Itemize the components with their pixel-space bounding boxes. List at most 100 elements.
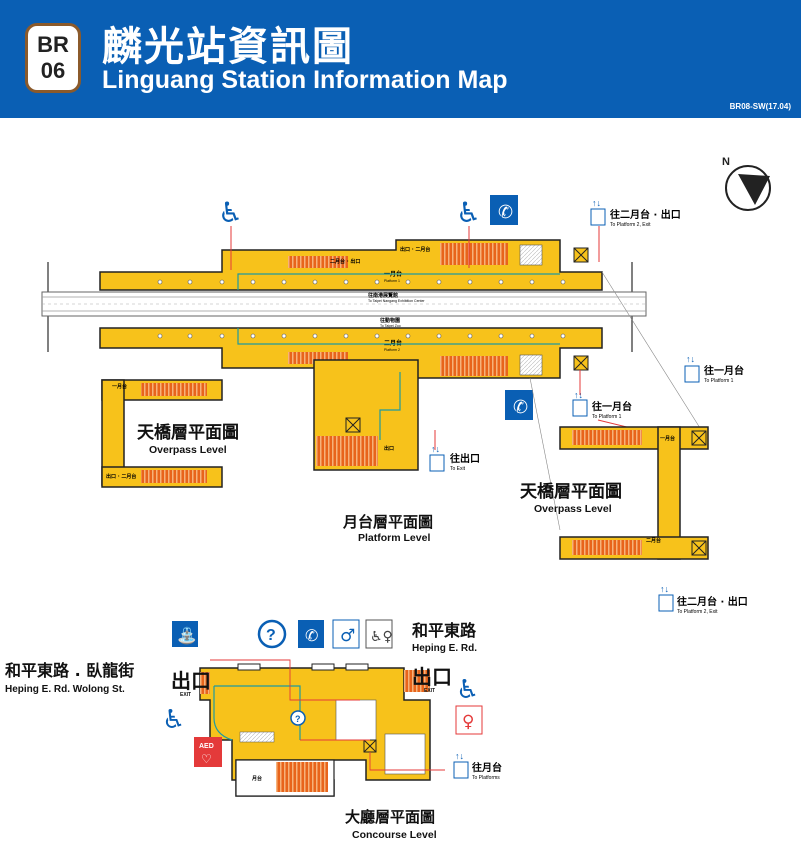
- elevator-top-en: To Platform 2, Exit: [610, 222, 651, 228]
- elevator-icon: [429, 454, 445, 472]
- page-title-en: Linguang Station Information Map: [102, 66, 508, 94]
- station-code-badge: BR 06: [25, 23, 81, 93]
- svg-text:✆: ✆: [498, 202, 513, 223]
- elevator-right-p1-en: To Platform 1: [704, 378, 734, 384]
- tracks: [41, 262, 647, 352]
- svg-text:↑↓: ↑↓: [431, 444, 440, 454]
- platform-exit-escalator: [316, 436, 378, 466]
- concourse-exit-escalator-left: [200, 672, 210, 694]
- concourse-toilet-room: [384, 733, 426, 775]
- overpass-left-bottom-escalator: [141, 470, 207, 483]
- badge-line: BR: [37, 32, 69, 57]
- water-fountain-icon: ⛲: [172, 621, 198, 647]
- family-toilet-icon: ♿♀: [365, 619, 393, 649]
- platform-1: 出口 · 二月台 二月台 · 出口 一月台 Platform 1: [99, 239, 603, 291]
- page-title-zh: 麟光站資訊圖: [102, 24, 354, 70]
- overpass-left-top-escalator: [141, 383, 207, 396]
- svg-text:⛲: ⛲: [177, 626, 197, 645]
- elevator-top-zh: 往二月台 · 出口: [610, 208, 681, 221]
- overpass-right: 一月台 二月台 天橋層平面圖 Overpass Level: [520, 271, 709, 560]
- platform-2-label-en: Platform 2: [384, 348, 400, 352]
- svg-text:?: ?: [266, 627, 276, 644]
- info-icon: ?: [290, 710, 306, 726]
- svg-text:♀: ♀: [462, 712, 474, 732]
- platform-level-label-en: Platform Level: [358, 532, 430, 544]
- badge-number: 06: [40, 58, 66, 83]
- elevator-right-p2-zh: 往二月台 · 出口: [677, 595, 748, 608]
- direction-up-label: 往南港展覽館: [367, 292, 398, 299]
- platform-level-label-zh: 月台層平面圖: [342, 513, 433, 531]
- street-left: 和平東路 . 臥龍街 Heping E. Rd. Wolong St.: [5, 661, 134, 695]
- platform-1-escalator-b: [288, 256, 348, 268]
- exit-left-zh: 出口: [171, 669, 211, 693]
- svg-text:♿: ♿: [162, 705, 185, 735]
- svg-text:↑↓: ↑↓: [686, 354, 695, 364]
- svg-text:✆: ✆: [305, 626, 318, 645]
- overpass-right-bottom-escalator: [572, 540, 642, 555]
- exit-sign-left: 出口 EXIT: [171, 669, 211, 698]
- street-right: 和平東路 Heping E. Rd.: [412, 621, 477, 654]
- overpass-right-top-text: 一月台: [660, 435, 675, 442]
- wheelchair-icon: ♿: [456, 675, 479, 705]
- svg-text:♡: ♡: [201, 752, 212, 766]
- platform-2: 二月台 Platform 2 出口 月台層平面圖 Platform Level: [99, 327, 603, 544]
- elevator-icon: [684, 365, 700, 383]
- street-left-zh: 和平東路 . 臥龍街: [5, 661, 134, 680]
- street-right-en: Heping E. Rd.: [412, 643, 477, 654]
- direction-down-label-en: To Taipei Zoo: [380, 324, 401, 328]
- wheelchair-icon: ♿: [456, 196, 481, 229]
- svg-text:♿♀: ♿♀: [370, 629, 393, 645]
- elevator-callout-right-p2: ↑↓ 往二月台 · 出口 To Platform 2, Exit: [658, 584, 748, 615]
- elevator-callout-platforms: ↑↓ 往月台 To Platforms: [453, 751, 502, 781]
- concourse-label-zh: 大廳層平面圖: [345, 808, 435, 826]
- elevator-callout-exit: ↑↓ 往出口 To Exit: [429, 444, 480, 472]
- svg-text:↑↓: ↑↓: [592, 198, 601, 208]
- direction-down-label: 往動物園: [379, 317, 400, 324]
- platform-1-escalator-a: [440, 243, 508, 265]
- womens-toilet-icon: ♀: [455, 705, 483, 735]
- elevator-platforms-en: To Platforms: [472, 775, 500, 781]
- exit-left-en: EXIT: [180, 692, 191, 698]
- elevator-p1-zh: 往一月台: [592, 400, 632, 413]
- aed-icon: AED ♡: [194, 737, 222, 767]
- platform-1-hatched-room: [519, 244, 543, 266]
- overpass-left-label-en: Overpass Level: [149, 444, 227, 456]
- svg-text:✆: ✆: [513, 397, 528, 418]
- svg-text:♿: ♿: [456, 675, 479, 705]
- platform-2-hatched-room: [519, 354, 543, 376]
- aed-label: AED: [199, 743, 214, 750]
- elevator-right-p2-en: To Platform 2, Exit: [677, 609, 718, 615]
- phone-icon: ✆: [298, 620, 324, 648]
- compass-north-label: N: [722, 156, 730, 168]
- concourse-label-en: Concourse Level: [352, 829, 437, 841]
- wheelchair-icon: ♿: [162, 705, 185, 735]
- svg-text:↑↓: ↑↓: [660, 584, 669, 594]
- overpass-left-bottom-text: 出口 · 二月台: [106, 473, 136, 480]
- station-map: N 一月台 出口 · 二月台 天橋層平面圖 Overpass Level 出口 …: [5, 156, 771, 841]
- svg-text:↑↓: ↑↓: [455, 751, 464, 761]
- mens-toilet-icon: ♂: [332, 619, 360, 649]
- concourse-office: [335, 699, 377, 741]
- concourse-platform-text: 月台: [251, 775, 262, 782]
- concourse-escalator: [276, 762, 328, 792]
- concourse-level: 月台 大廳層平面圖 Concourse Level: [199, 659, 445, 841]
- svg-text:♿: ♿: [218, 196, 243, 229]
- platform-1-p2-text: 二月台 · 出口: [330, 258, 360, 265]
- svg-text:♂: ♂: [340, 626, 355, 646]
- overpass-left-label-zh: 天橋層平面圖: [137, 422, 239, 443]
- info-icon: ?: [257, 619, 287, 649]
- phone-icon: ✆: [490, 195, 518, 225]
- exit-right-en: EXIT: [424, 688, 435, 694]
- overpass-right-bottom-text: 二月台: [646, 537, 661, 544]
- elevator-callout-right-p1: ↑↓ 往一月台 To Platform 1: [684, 354, 744, 384]
- overpass-right-label-en: Overpass Level: [534, 503, 612, 515]
- street-left-en: Heping E. Rd. Wolong St.: [5, 684, 125, 695]
- elevator-icon: [572, 399, 588, 417]
- svg-text:?: ?: [295, 714, 301, 724]
- exit-right-zh: 出口: [412, 665, 452, 689]
- concourse-exit-escalator-right: [404, 670, 430, 692]
- elevator-platforms-zh: 往月台: [472, 761, 502, 774]
- wheelchair-icon: ♿: [218, 196, 243, 229]
- elevator-callout-p1: ↑↓ 往一月台 To Platform 1: [572, 390, 632, 420]
- elevator-icon: [453, 761, 469, 779]
